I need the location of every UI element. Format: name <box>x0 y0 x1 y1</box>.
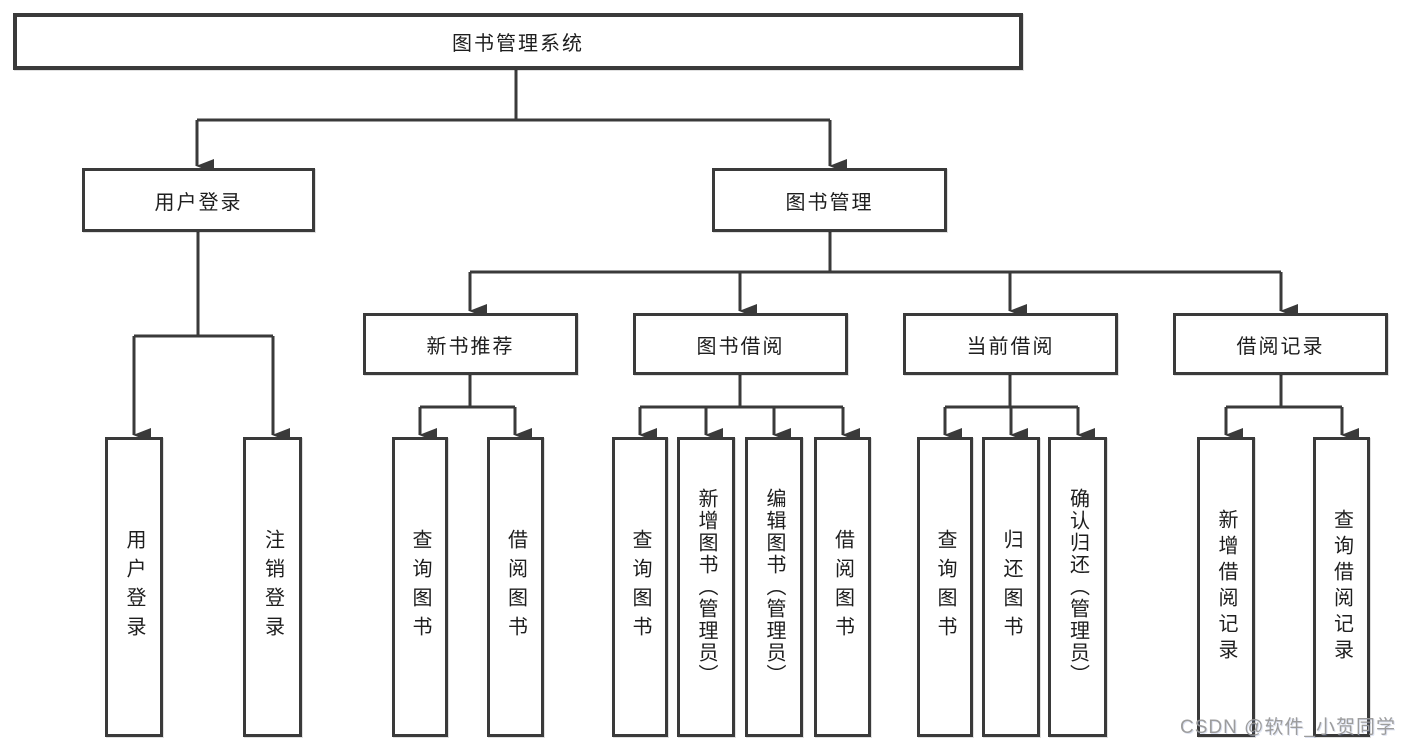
leaf-records-query-record-label: 查询借阅记录 <box>1330 509 1353 665</box>
leaf-newbooks-borrow-books-label: 借阅图书 <box>504 529 527 645</box>
leaf-newbooks-query-books: 查询图书 <box>392 437 448 737</box>
leaf-current-query-books-label: 查询图书 <box>934 529 956 645</box>
leaf-borrow-add-books-admin-label: 新增图书（管理员） <box>695 488 717 686</box>
node-current-borrow: 当前借阅 <box>903 313 1118 375</box>
leaf-borrow-add-books-admin: 新增图书（管理员） <box>677 437 735 737</box>
leaf-borrow-borrow-books-label: 借阅图书 <box>831 529 854 645</box>
leaf-user-login-label: 用户登录 <box>123 529 145 645</box>
leaf-borrow-query-books-label: 查询图书 <box>629 529 651 645</box>
leaf-borrow-query-books: 查询图书 <box>612 437 668 737</box>
leaf-logout: 注销登录 <box>243 437 302 737</box>
leaf-current-return-books: 归还图书 <box>982 437 1040 737</box>
leaf-current-return-books-label: 归还图书 <box>1000 529 1022 645</box>
node-book-management-label: 图书管理 <box>785 191 874 214</box>
leaf-user-login: 用户登录 <box>105 437 163 737</box>
node-user-login: 用户登录 <box>82 168 315 232</box>
leaf-records-query-record: 查询借阅记录 <box>1313 437 1370 737</box>
leaf-borrow-edit-books-admin: 编辑图书（管理员） <box>745 437 803 737</box>
leaf-records-add-record-label: 新增借阅记录 <box>1215 509 1237 665</box>
leaf-current-confirm-return-admin: 确认归还（管理员） <box>1048 437 1107 737</box>
node-book-borrow: 图书借阅 <box>633 313 848 375</box>
node-new-book-recommend-label: 新书推荐 <box>426 335 515 358</box>
node-root-label: 图书管理系统 <box>452 33 584 55</box>
node-book-management: 图书管理 <box>712 168 947 232</box>
node-user-login-label: 用户登录 <box>154 191 243 214</box>
leaf-current-query-books: 查询图书 <box>917 437 973 737</box>
leaf-current-confirm-return-admin-label: 确认归还（管理员） <box>1066 488 1089 686</box>
leaf-newbooks-borrow-books: 借阅图书 <box>487 437 544 737</box>
leaf-borrow-borrow-books: 借阅图书 <box>814 437 871 737</box>
node-current-borrow-label: 当前借阅 <box>966 335 1055 358</box>
watermark: CSDN @软件_小贺同学 <box>1180 717 1396 738</box>
node-borrow-records-label: 借阅记录 <box>1236 335 1325 358</box>
node-new-book-recommend: 新书推荐 <box>363 313 578 375</box>
leaf-borrow-edit-books-admin-label: 编辑图书（管理员） <box>763 488 785 686</box>
node-root: 图书管理系统 <box>13 13 1023 70</box>
node-book-borrow-label: 图书借阅 <box>696 335 785 358</box>
node-borrow-records: 借阅记录 <box>1173 313 1388 375</box>
leaf-records-add-record: 新增借阅记录 <box>1197 437 1255 737</box>
leaf-newbooks-query-books-label: 查询图书 <box>409 529 431 645</box>
leaf-logout-label: 注销登录 <box>261 529 284 645</box>
